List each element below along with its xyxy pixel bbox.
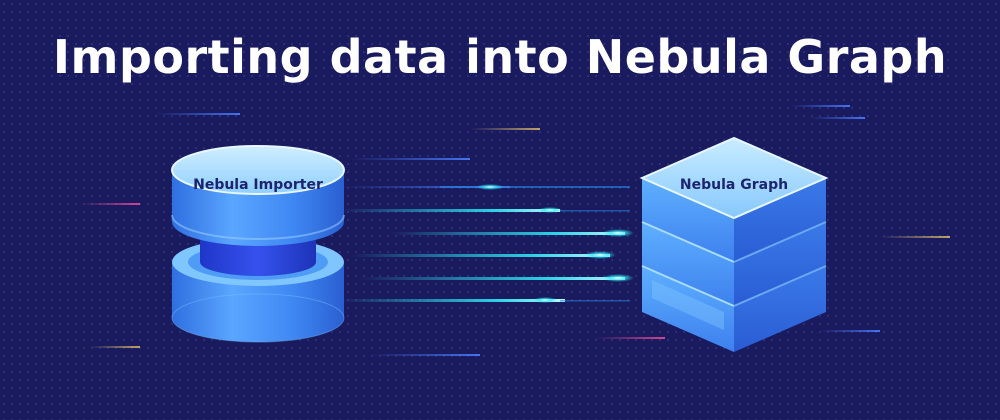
page-title: Importing data into Nebula Graph: [52, 30, 948, 84]
graph-label: Nebula Graph: [680, 177, 788, 193]
data-streams: [340, 184, 634, 303]
importer-cylinder: Nebula Importer: [171, 145, 345, 343]
importer-label: Nebula Importer: [193, 177, 323, 193]
graph-cube: Nebula Graph: [639, 136, 829, 352]
background-streaks: [80, 105, 950, 356]
